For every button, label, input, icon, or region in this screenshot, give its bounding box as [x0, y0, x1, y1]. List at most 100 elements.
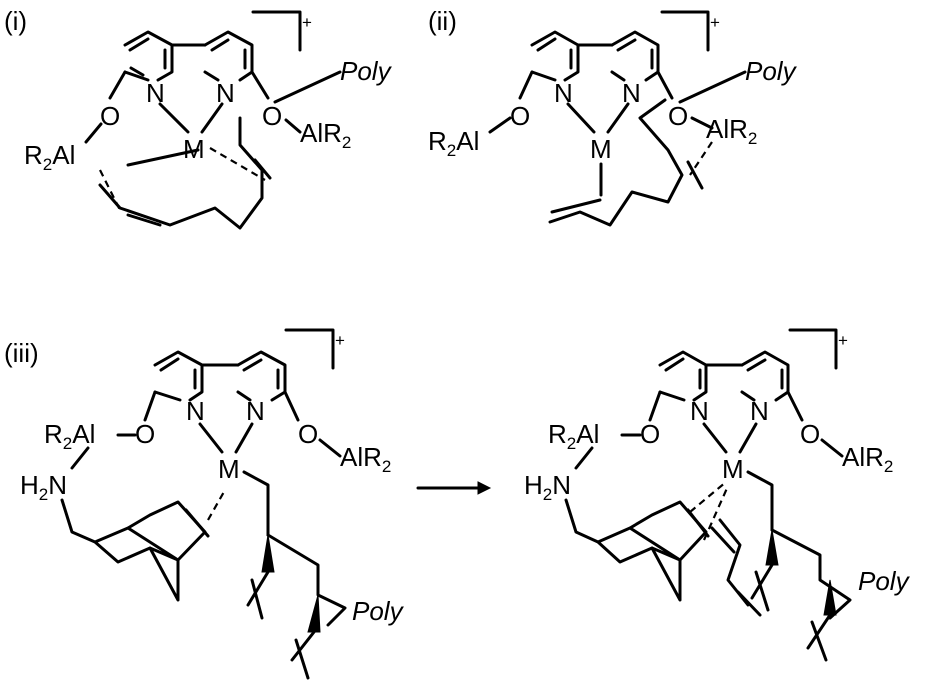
panel-i-tag: (i) [4, 6, 27, 36]
panel-ii-c-o-left [518, 70, 534, 100]
panel-ii-poly: Poly [745, 56, 798, 86]
panel-ii-o-left: O [510, 101, 530, 131]
panel-ii-al-left: R2Al [428, 126, 479, 160]
panel-i-c-o-left [108, 70, 127, 100]
reaction-arrow [416, 481, 492, 495]
panel-i-al-left: R2Al [24, 140, 75, 174]
panel-i-n-m-bonds [158, 102, 224, 134]
panel-iii-left-vinyl-1 [246, 570, 270, 620]
panel-ii-pyridine-right [610, 30, 660, 82]
panel-iii-left-o-right: O [298, 419, 318, 449]
panel-ii-dashed [689, 141, 713, 176]
panel-iii-right-al-right: AlR2 [842, 442, 893, 476]
panel-iii-left-pyridine-right-inner [242, 358, 280, 390]
panel-iii-right-charge-bracket [788, 328, 838, 370]
panel-iii-left-wedge-1 [261, 534, 275, 573]
panel-iii-right-vinyl-1 [750, 563, 774, 612]
panel-i-o-right: O [262, 101, 282, 131]
panel-i-chain-double [126, 158, 272, 227]
panel-i-pyridine-right-inner [210, 38, 247, 70]
panel-iii-left-pyridine-left-inner [159, 357, 197, 390]
panel-iii-left-norbornene [60, 498, 207, 602]
panel-iii-right-diene [710, 518, 762, 617]
panel-ii-chain-double [550, 160, 704, 214]
panel-iii-left-metal: M [218, 454, 240, 484]
panel-iii-right-c-o-right [786, 390, 804, 422]
panel-iii-right-pyridine-left-inner [664, 357, 702, 390]
panel-iii-right-al-left: R2Al [548, 419, 599, 453]
panel-iii-right-pyridine-right [740, 350, 790, 402]
panel-ii-metal: M [590, 134, 612, 164]
panel-iii-right-c-o-left [648, 390, 662, 422]
panel-iii-left-chain [266, 533, 347, 627]
panel-iii-right-o-al-right-bond [820, 438, 844, 458]
panel-iii-right-amine: H2N [524, 470, 571, 504]
panel-iii-left-n-m-bonds [198, 422, 254, 454]
panel-iii-left-al-n-bond [70, 446, 90, 470]
panel-iii-right-m-alkyl [746, 470, 774, 532]
panel-ii-chain [548, 98, 684, 227]
panel-i-o-al-right-bond [284, 118, 302, 134]
panel-iii-left-n-left: N [186, 396, 205, 426]
panel-i-metal: M [183, 134, 205, 164]
panel-ii-pyridine-left-inner [536, 37, 573, 70]
panel-i-poly-bond [273, 70, 342, 104]
panel-i-charge-bracket [251, 10, 302, 52]
panel-iii-right-vinyl-2 [806, 613, 832, 662]
panel-ii-o-right: O [668, 101, 688, 131]
panel-ii-al-right: AlR2 [706, 114, 757, 148]
panel-i: (i) + N N M O R2Al O AlR2 Poly [4, 6, 393, 230]
panel-i-o-left: O [100, 101, 120, 131]
panel-iii-left-charge-bracket [284, 328, 335, 370]
panel-i-dashed-left [99, 169, 121, 211]
panel-iii-right-chain [770, 528, 852, 620]
panel-iii-right-wedge-1 [765, 529, 779, 566]
panel-i-o-al-left-bond [84, 122, 103, 144]
panel-iii-right-metal: M [722, 454, 744, 484]
panel-iii-left-n-right: N [246, 396, 265, 426]
panel-iii-right: + N N M O R2Al O AlR2 H2N Poly [524, 328, 911, 662]
panel-iii-left-al-right: AlR2 [340, 442, 391, 476]
panel-iii-tag: (iii) [4, 338, 39, 368]
panel-iii-left-c-o-left [143, 390, 157, 422]
panel-iii-left-norbornene-double [184, 508, 210, 538]
panel-ii-charge-bracket [660, 10, 710, 52]
panel-i-n-right: N [216, 78, 235, 108]
panel-iii-left-o-left: O [135, 419, 155, 449]
panel-iii-right-norbornene [564, 498, 708, 602]
panel-iii-left-charge: + [335, 331, 345, 350]
panel-i-chain [98, 116, 264, 230]
panel-ii: (ii) + N N M O R2Al O AlR2 Poly [428, 6, 798, 227]
panel-iii-left-wedge-2 [307, 594, 321, 633]
panel-iii-left-c-o-right [283, 390, 300, 422]
panel-iii-right-poly: Poly [858, 566, 911, 596]
panel-ii-c-o-right [656, 70, 674, 100]
panel-ii-o-al-left-bond [488, 116, 512, 134]
panel-ii-poly-bond [678, 70, 747, 104]
panel-iii-right-pyridine-right-inner [746, 358, 784, 390]
panel-ii-o-al-right-bond [690, 116, 714, 130]
panel-iii-right-n-left: N [690, 396, 709, 426]
panel-iii-right-o-left: O [640, 419, 660, 449]
panel-iii-left-pyridine-right [236, 350, 287, 402]
panel-ii-charge: + [710, 13, 720, 32]
panel-ii-pyridine-right-inner [616, 38, 654, 70]
panel-i-poly: Poly [340, 56, 393, 86]
panel-iii-right-charge: + [838, 331, 848, 350]
panel-ii-n-left: N [554, 78, 573, 108]
panel-i-al-right: AlR2 [300, 118, 351, 152]
panel-i-pyridine-left-inner [128, 37, 167, 77]
panel-i-dashed-right [209, 147, 266, 181]
panel-iii-left-dashed [207, 489, 226, 521]
panel-iii-right-al-n-bond [574, 446, 594, 470]
panel-iii-right-n-right: N [750, 396, 769, 426]
panel-i-charge: + [302, 13, 312, 32]
panel-i-c-o-right [250, 70, 270, 100]
panel-i-n-left: N [146, 78, 165, 108]
panel-iii-left: (iii) + N N M O R2Al O AlR2 H2N Poly [4, 328, 405, 680]
panel-iii-left-poly: Poly [352, 596, 405, 626]
panel-iii-left-o-al-right-bond [318, 438, 342, 458]
panel-ii-tag: (ii) [428, 6, 457, 36]
panel-ii-n-right: N [622, 78, 641, 108]
